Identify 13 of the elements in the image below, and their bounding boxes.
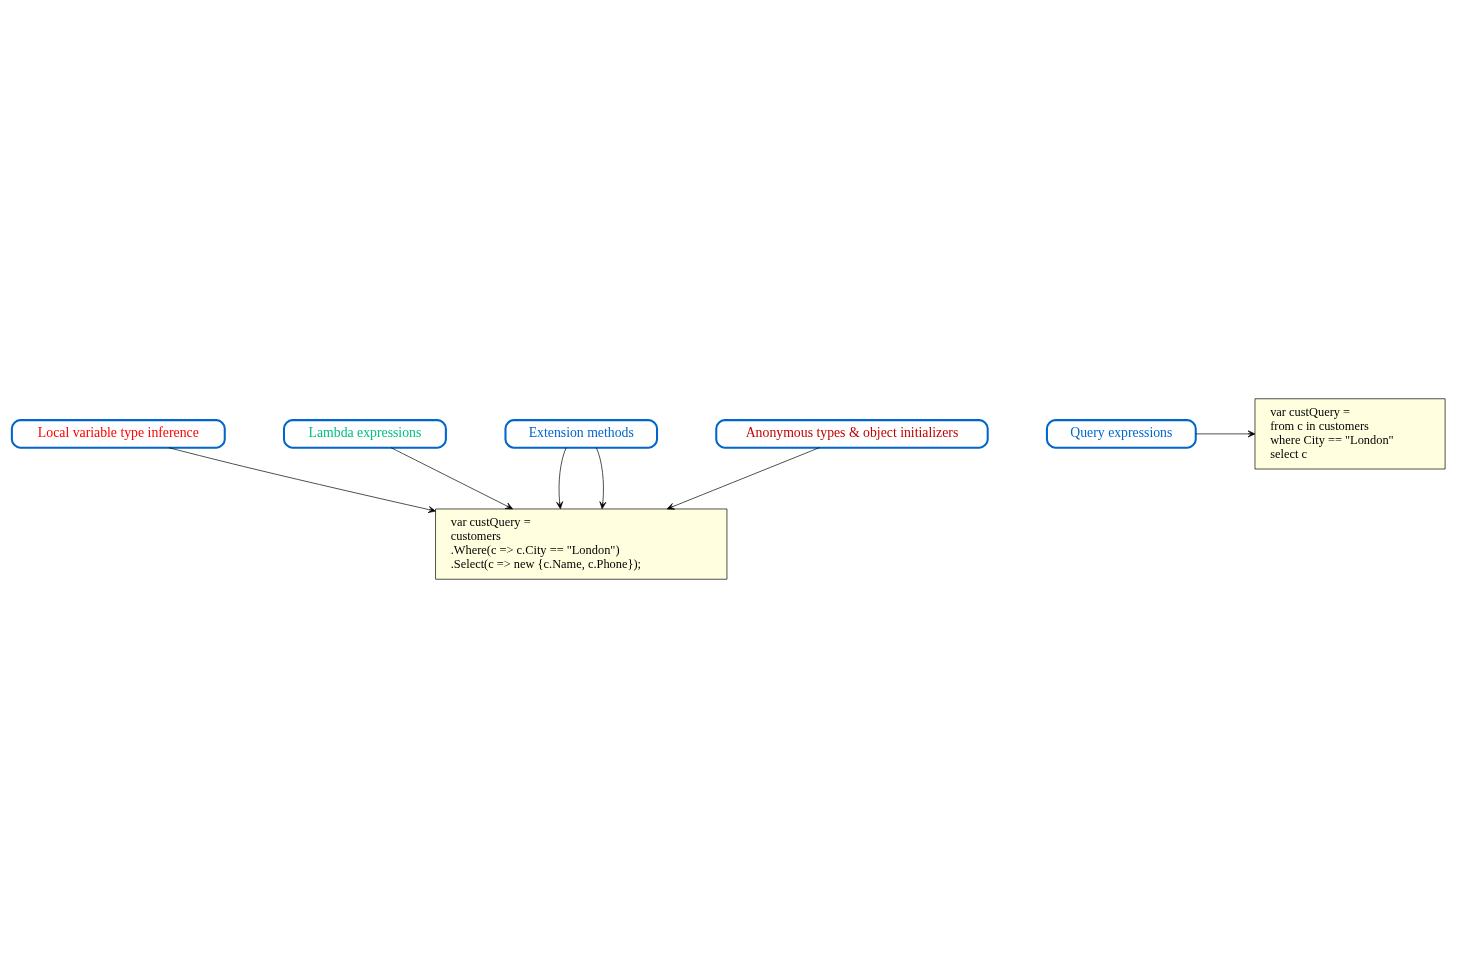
arrow [596, 447, 607, 510]
arrow [666, 447, 820, 510]
node-box: Local variable type inference [10, 419, 226, 449]
arrow [168, 447, 436, 513]
arrow [390, 447, 513, 510]
node-box: Anonymous types & object initializers [715, 419, 989, 449]
node-box: Lambda expressions [282, 419, 447, 449]
node-box: var custQuery = customers .Where(c => c.City == "London") .Select(c => new {c.Name, c.Phone}); [435, 508, 728, 580]
arrow [1195, 430, 1256, 438]
arrow [556, 447, 567, 510]
node-box: Extension methods [504, 419, 659, 449]
node-box: var custQuery = from c in customers where City == "London" select c [1254, 398, 1446, 470]
node-box: Query expressions [1045, 419, 1197, 449]
